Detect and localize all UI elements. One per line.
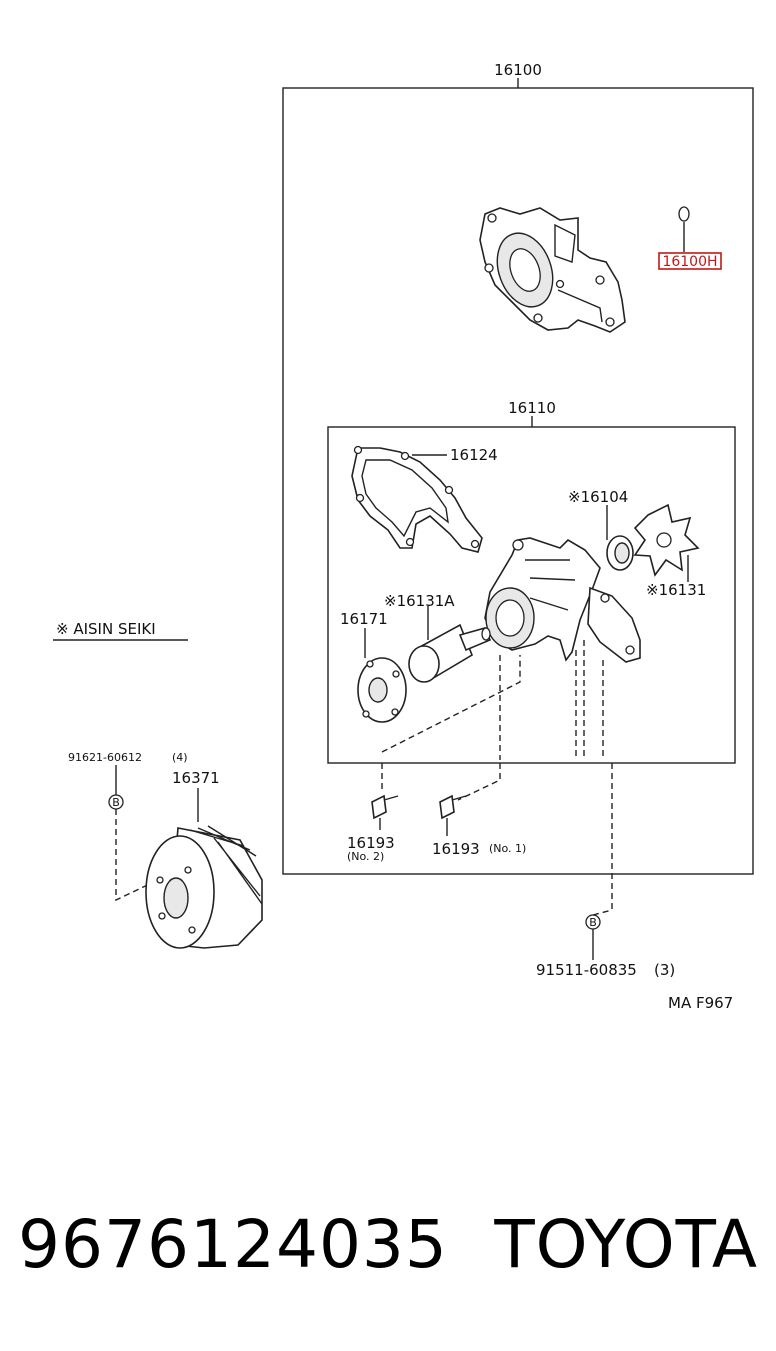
- label-16110: 16110: [508, 399, 556, 417]
- rotor-impeller: [633, 503, 700, 577]
- label-16100h: 16100H: [662, 254, 717, 270]
- gasket-part: [351, 445, 483, 553]
- label-16193-no2-note: (No. 2): [347, 850, 384, 863]
- label-bolt-b-qty: (3): [654, 961, 675, 979]
- pump-cover-plate: [479, 207, 626, 333]
- seal-part: [606, 535, 634, 571]
- part-number: 9676124035: [18, 1206, 448, 1283]
- pulley-part: [145, 825, 263, 949]
- stud-no2: [371, 794, 399, 830]
- label-16131: ※16131: [646, 581, 706, 599]
- bolt-b-marker-letter: B: [589, 916, 597, 929]
- label-16124: 16124: [450, 446, 498, 464]
- highlight-box-16100h: [658, 252, 722, 270]
- label-16100: 16100: [494, 61, 542, 79]
- label-bolt-b: 91511-60835: [536, 961, 637, 979]
- label-16193-no1: 16193: [432, 840, 480, 858]
- label-16104: ※16104: [568, 488, 628, 506]
- label-16193-no2: 16193: [347, 834, 395, 852]
- maker-note: ※ AISIN SEIKI: [56, 620, 156, 638]
- bolt-a-marker-letter: B: [112, 796, 120, 809]
- label-bolt-a: 91621-60612: [68, 751, 142, 764]
- footer: 9676124035 TOYOTA: [0, 1200, 776, 1300]
- label-bolt-a-qty: (4): [172, 751, 188, 764]
- label-16171: 16171: [340, 610, 388, 628]
- stud-no1: [439, 794, 467, 836]
- label-16371: 16371: [172, 769, 220, 787]
- bearing-part: [408, 623, 492, 683]
- pump-body: [484, 537, 641, 663]
- o-ring-part: [678, 206, 690, 222]
- brand-name: TOYOTA: [494, 1206, 758, 1283]
- label-16193-no1-note: (No. 1): [489, 842, 526, 855]
- pulley-seat: [357, 657, 407, 723]
- figure-code: MA F967: [668, 994, 733, 1012]
- label-16131a: ※16131A: [384, 592, 455, 610]
